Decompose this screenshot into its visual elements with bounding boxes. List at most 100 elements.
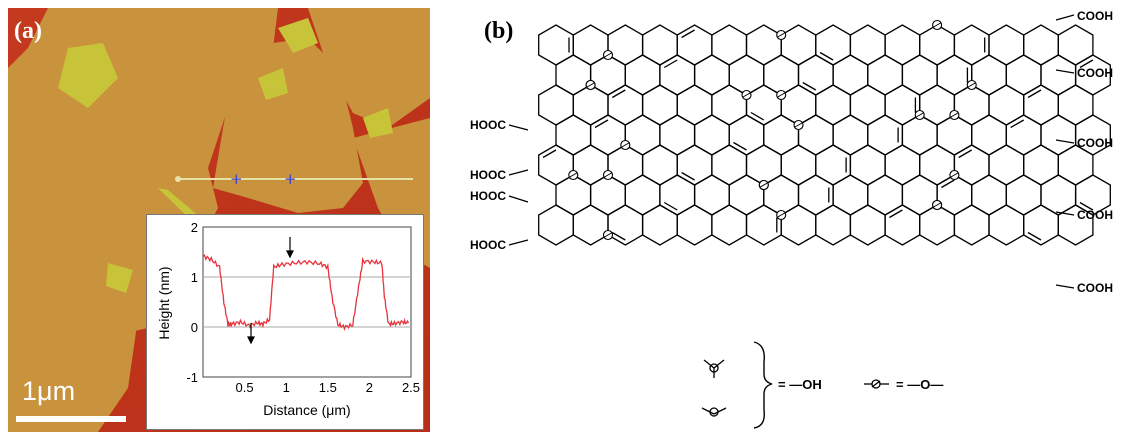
- hexagon-ring: [745, 204, 782, 246]
- hexagon-ring: [780, 204, 817, 246]
- hexagon-ring: [867, 54, 904, 96]
- y-tick-label: 1: [191, 270, 198, 285]
- hexagon-ring: [555, 54, 592, 96]
- double-bond: [611, 89, 626, 99]
- hexagon-ring: [555, 174, 592, 216]
- double-bond: [663, 201, 678, 211]
- hexagon-ring: [815, 144, 852, 186]
- panel-a-label: (a): [14, 18, 42, 44]
- hexagon-ring: [936, 54, 973, 96]
- hexagon-ring: [780, 24, 817, 66]
- thick-region-2: [258, 68, 288, 100]
- cooh-bond-5: [1055, 284, 1075, 289]
- hexagon-ring: [849, 144, 886, 186]
- hexagon-ring: [745, 24, 782, 66]
- cooh-label-3: COOH: [1077, 136, 1113, 150]
- hexagon-ring: [971, 54, 1007, 96]
- flake-layer: [8, 8, 430, 432]
- epoxy-bond: [933, 202, 941, 208]
- flake-mid-left: [78, 263, 158, 338]
- hexagon-ring: [607, 84, 644, 126]
- functional-group-legend: = —OH = —O—: [701, 341, 943, 429]
- hexagon-ring: [901, 54, 938, 96]
- hexagon-ring: [780, 144, 817, 186]
- hexagon-ring: [572, 24, 609, 66]
- double-bond: [542, 149, 557, 159]
- hexagon-ring: [763, 54, 800, 96]
- hexagon-ring: [1023, 204, 1059, 246]
- hexagon-ring: [919, 84, 956, 126]
- cooh-label-1: COOH: [1077, 9, 1113, 23]
- double-bond: [1079, 201, 1094, 211]
- hexagon-ring: [1005, 54, 1042, 96]
- hexagon-ring: [1057, 204, 1094, 246]
- double-bond: [611, 231, 626, 241]
- hexagon-ring: [711, 24, 748, 66]
- thick-region-3: [58, 43, 118, 108]
- hexagon-ring: [624, 114, 661, 156]
- double-bond: [750, 111, 765, 121]
- hexagon-ring: [797, 174, 834, 216]
- double-bond: [889, 209, 903, 219]
- hexagonal-lattice: [538, 24, 1111, 246]
- hexagon-ring: [849, 24, 886, 66]
- double-bond: [681, 29, 695, 39]
- hexagon-ring: [1057, 84, 1094, 126]
- y-tick-label: 0: [191, 320, 198, 335]
- cooh-bond-3: [1055, 139, 1075, 144]
- epoxy-bond: [604, 172, 612, 178]
- epoxy-groups: [568, 19, 977, 241]
- carboxyl-groups-right: COOH COOH COOH COOH COOH: [1055, 9, 1113, 295]
- hexagon-ring: [797, 114, 834, 156]
- hexagon-ring: [815, 24, 852, 66]
- cooh-bond-2: [1055, 69, 1075, 74]
- y-axis-label: Height (nm): [156, 266, 172, 339]
- hexagon-ring: [884, 144, 921, 186]
- x-tick-label: 2.5: [402, 380, 420, 395]
- hexagon-ring: [901, 114, 938, 156]
- hexagon-ring: [572, 84, 609, 126]
- hydroxyl-symbol-bottom: [701, 407, 727, 417]
- hooc-bond-2: [508, 169, 529, 176]
- hexagon-ring: [953, 24, 990, 66]
- hexagon-ring: [919, 204, 956, 246]
- hooc-bond-3: [508, 195, 529, 203]
- hydroxyl-symbol-top: [703, 359, 725, 378]
- hexagon-ring: [988, 204, 1025, 246]
- double-bond: [1027, 231, 1042, 241]
- hexagon-ring: [607, 24, 644, 66]
- hexagon-ring: [711, 204, 748, 246]
- hexagon-ring: [1040, 114, 1077, 156]
- hexagon-ring: [693, 174, 730, 216]
- double-bond: [733, 141, 747, 151]
- y-tick-labels: 210-1: [186, 220, 198, 385]
- hexagon-ring: [919, 24, 956, 66]
- legend-brace: [753, 341, 773, 429]
- annotation-arrows: [247, 237, 294, 345]
- hexagon-ring: [763, 174, 800, 216]
- epoxy-bond: [742, 92, 751, 98]
- double-bond: [958, 149, 973, 159]
- graphene-oxide-structure-diagram: COOH COOH COOH COOH COOH HOOC HOOC HOOC …: [470, 9, 1113, 429]
- cooh-label-2: COOH: [1077, 66, 1113, 80]
- double-bond: [594, 119, 609, 129]
- plot-area: [202, 226, 412, 378]
- hexagon-ring: [572, 204, 609, 246]
- hexagon-ring: [832, 174, 869, 216]
- hexagon-ring: [659, 174, 696, 216]
- hexagon-ring: [797, 54, 834, 96]
- hexagon-ring: [728, 54, 765, 96]
- hexagon-ring: [538, 84, 574, 126]
- hexagon-ring: [693, 114, 730, 156]
- hexagon-ring: [988, 24, 1025, 66]
- hexagon-ring: [1005, 174, 1042, 216]
- x-axis-label: Distance (μm): [263, 402, 350, 418]
- thick-region-5: [363, 108, 393, 138]
- epoxy-bond: [604, 232, 612, 238]
- cursor-marker-1: +: [230, 170, 243, 188]
- hexagon-ring: [589, 114, 626, 156]
- hexagon-ring: [884, 24, 921, 66]
- flake-center: [213, 38, 363, 213]
- hooc-bond-1: [508, 124, 529, 131]
